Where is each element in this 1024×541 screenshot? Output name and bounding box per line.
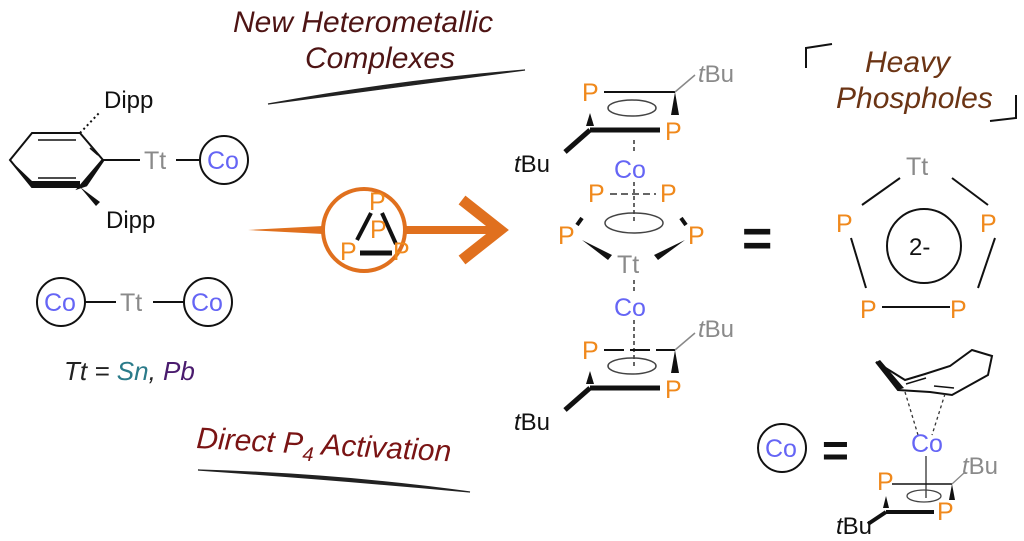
legend-comma: , xyxy=(149,356,163,386)
co-label: Co xyxy=(614,156,646,184)
legend-sn: Sn xyxy=(117,356,149,386)
equals-sign: = xyxy=(822,424,849,476)
p-atom: P xyxy=(369,188,386,216)
p-atom: P xyxy=(665,118,682,146)
p-atom: P xyxy=(588,180,605,208)
tbu-label: tBu xyxy=(698,316,734,343)
tbu-label: tBu xyxy=(962,453,998,480)
p-atom: P xyxy=(688,222,705,250)
co-fragment-definition: Co = Co P tBu P tBu xyxy=(757,348,998,540)
legend-tt: Tt xyxy=(64,356,89,386)
p4-tetrahedron: P P P P xyxy=(340,188,410,266)
p-atom: P xyxy=(877,468,894,496)
title-new-line2: Complexes xyxy=(305,42,455,75)
co-tt-co-molecule: Co Tt Co xyxy=(36,277,233,327)
tt-label: Tt xyxy=(144,147,166,175)
co-label: Co xyxy=(911,430,943,458)
co-label: Co xyxy=(191,289,223,317)
bracket-right xyxy=(989,95,1017,122)
bracket-left xyxy=(805,43,833,68)
title-heavy-line2: Phospholes xyxy=(836,82,993,115)
p-atom: P xyxy=(860,296,877,324)
title-direct-activation: Direct P4 Activation xyxy=(195,422,452,473)
p-atom: P xyxy=(370,216,387,244)
swoosh-bottom xyxy=(197,469,471,493)
co-label: Co xyxy=(614,294,646,322)
tt-label: Tt xyxy=(120,289,142,317)
p-atom: P xyxy=(937,498,954,526)
reaction-arrow: P P P P xyxy=(248,187,509,273)
triple-decker-complex: P tBu P tBu Co P P P P Tt Co P tBu xyxy=(514,61,734,436)
equals-sign: = xyxy=(742,210,772,268)
tbu-label: tBu xyxy=(836,513,872,540)
dipp-label-bottom: Dipp xyxy=(106,207,155,234)
dipp-label-top: Dipp xyxy=(104,87,153,114)
p-atom: P xyxy=(340,238,357,266)
tbu-label: tBu xyxy=(514,409,550,436)
p-atom: P xyxy=(393,238,410,266)
p-atom: P xyxy=(582,337,599,365)
tt-label: Tt xyxy=(906,153,928,181)
title-heavy-line1: Heavy xyxy=(865,46,952,79)
tbu-label: tBu xyxy=(514,151,550,178)
co-label: Co xyxy=(765,435,797,463)
p-atom: P xyxy=(665,376,682,404)
aryl-tt-co-molecule: Dipp Dipp Tt Co xyxy=(8,87,249,234)
p-atom: P xyxy=(558,222,575,250)
p-atom: P xyxy=(980,210,997,238)
p-atom: P xyxy=(660,180,677,208)
charge-label: 2- xyxy=(909,234,930,261)
swoosh-top xyxy=(267,69,526,105)
tbu-label: tBu xyxy=(698,61,734,88)
p-atom: P xyxy=(950,296,967,324)
legend-pb: Pb xyxy=(163,356,195,386)
legend-equals: = xyxy=(87,356,117,386)
tetrel-legend: Tt = Sn, Pb xyxy=(64,356,195,386)
title-new-line1: New Heterometallic xyxy=(233,6,493,39)
heavy-phosphole-dianion: Tt P P P P 2- xyxy=(836,153,997,324)
p-atom: P xyxy=(836,210,853,238)
co-label: Co xyxy=(44,289,76,317)
tt-label: Tt xyxy=(617,251,639,279)
p-atom: P xyxy=(582,79,599,107)
co-label: Co xyxy=(207,147,239,175)
